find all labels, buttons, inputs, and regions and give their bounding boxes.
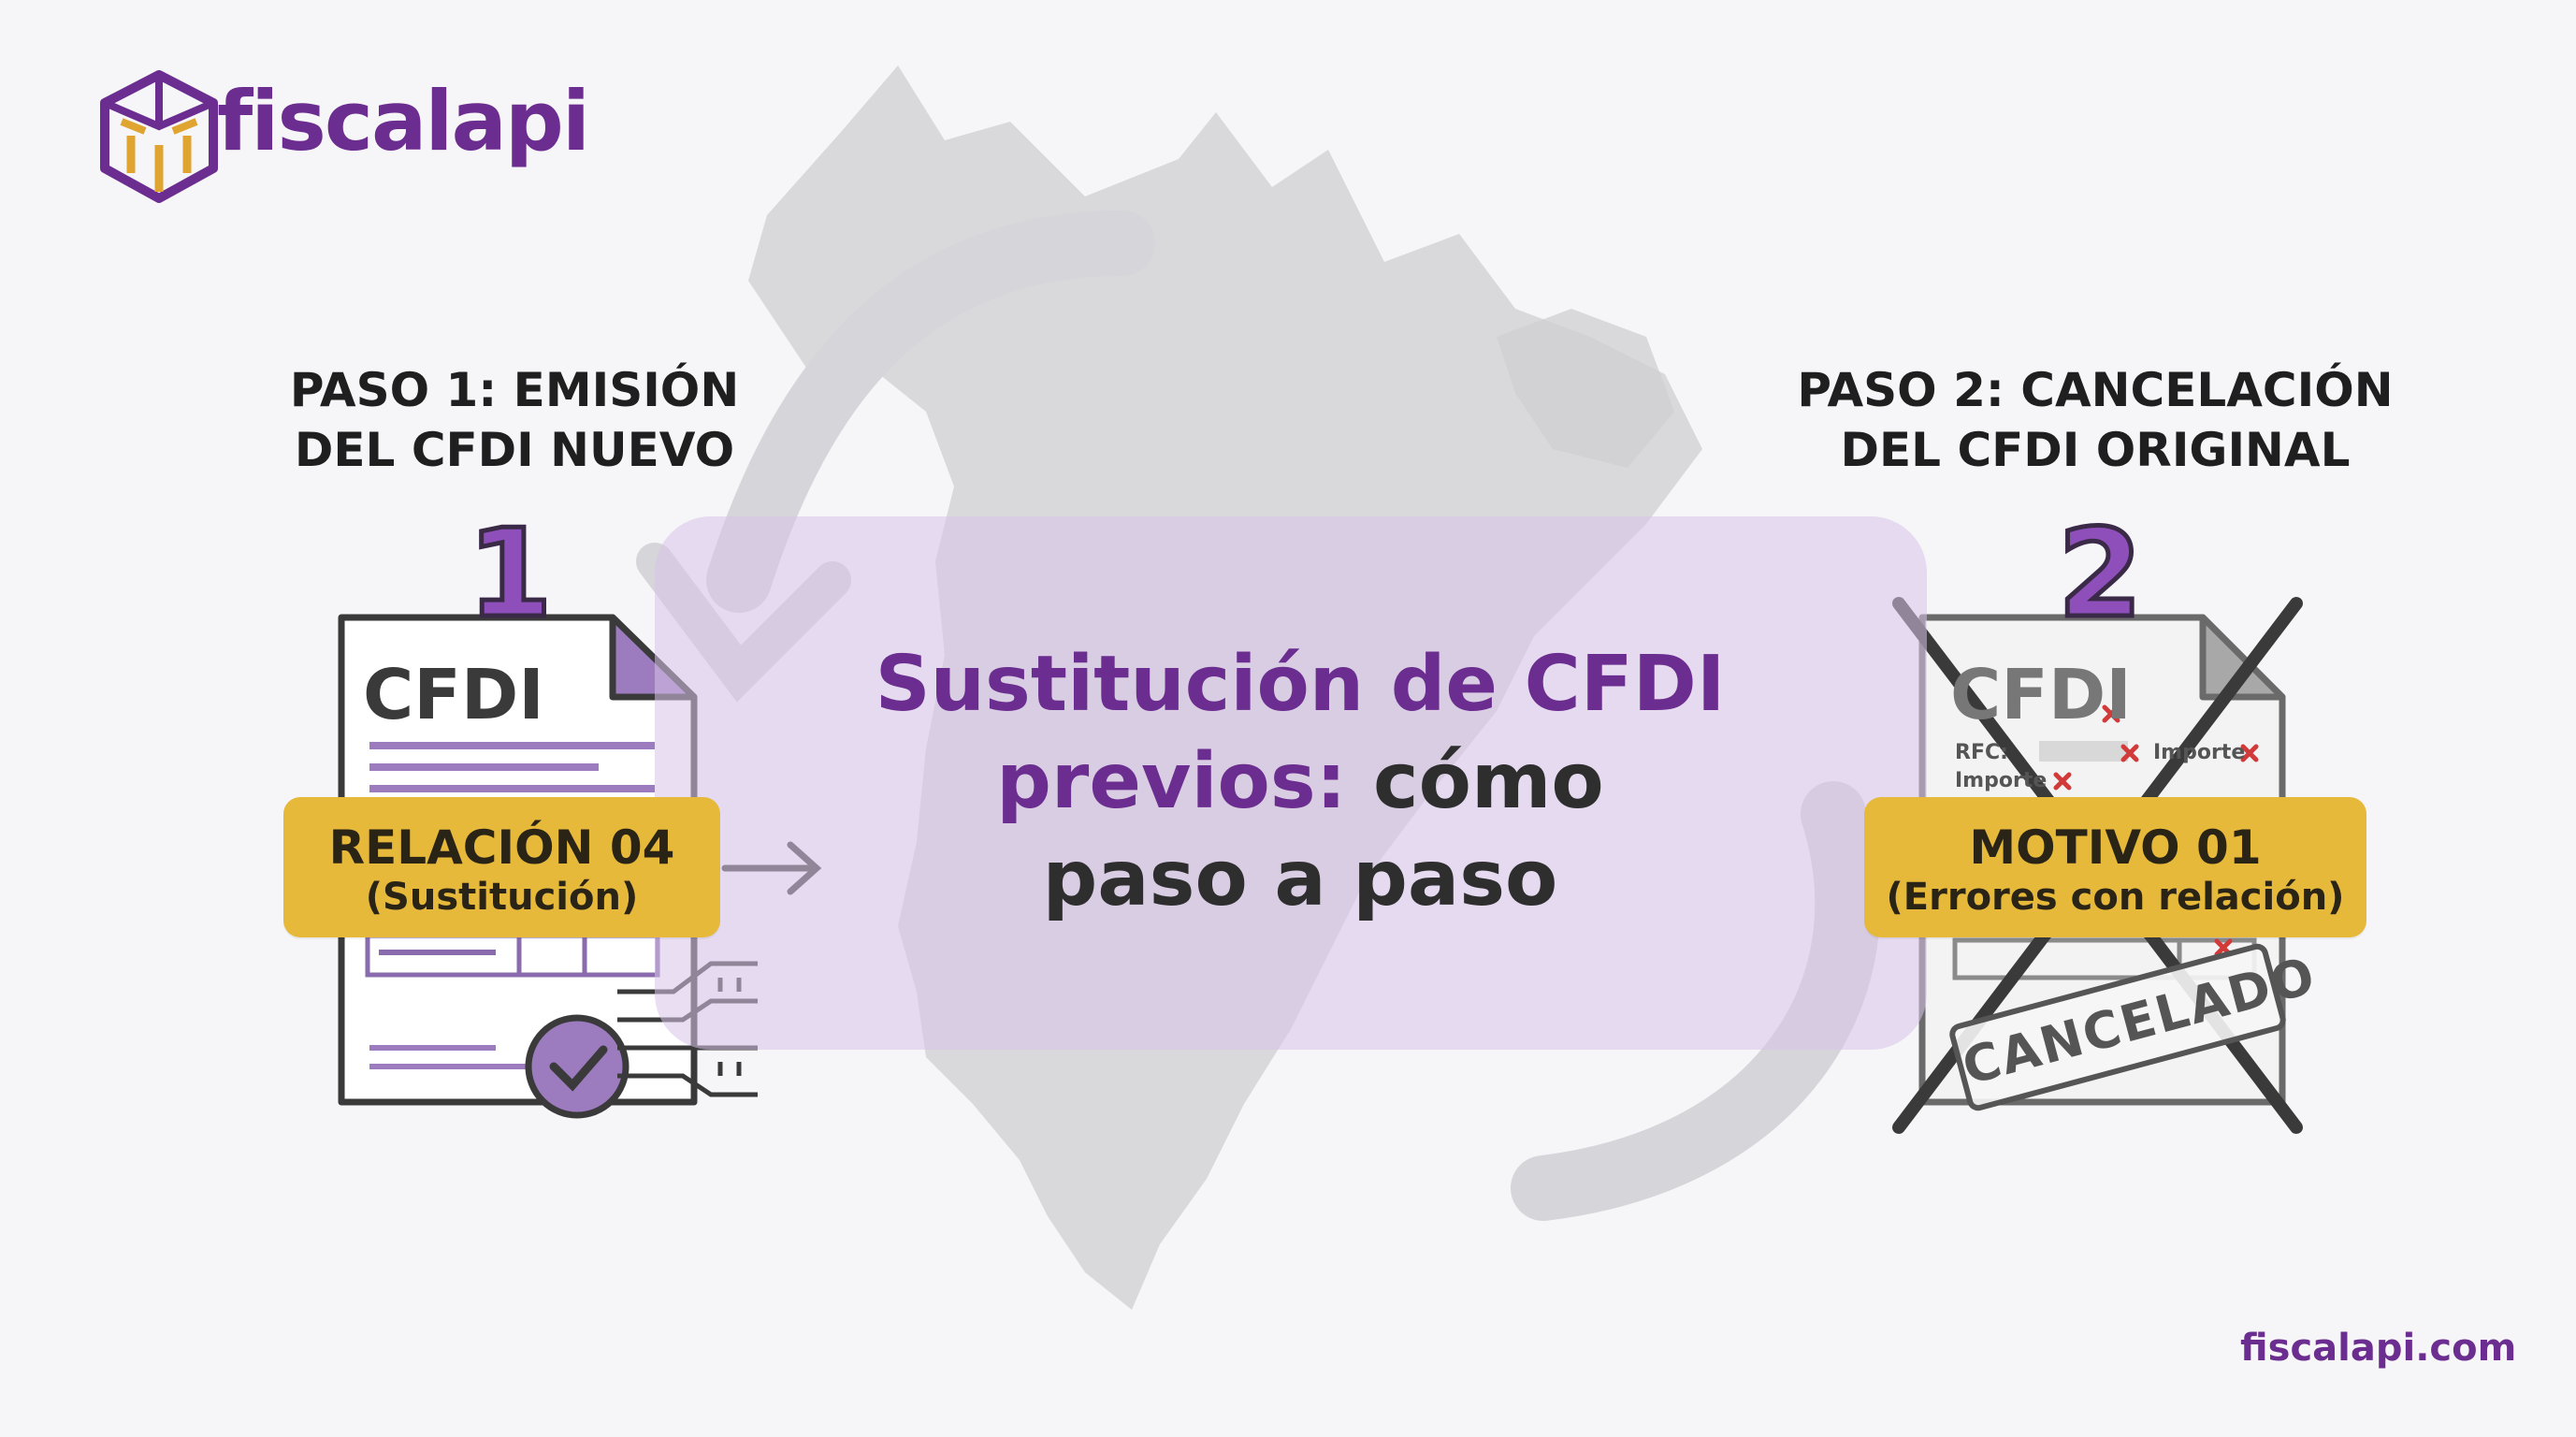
step1-badge-line1: RELACIÓN 04 (328, 820, 675, 875)
step1-title-line1: PASO 1: EMISIÓN (289, 363, 740, 417)
main-title-line2-dark: cómo (1346, 737, 1604, 826)
step2-title: PASO 2: CANCELACIÓN DEL CFDI ORIGINAL (1796, 360, 2395, 480)
main-title-line1: Sustitución de CFDI (875, 640, 1726, 729)
step2-badge-line2: (Errores con relación) (1886, 876, 2345, 919)
step1-doc-title: CFDI (363, 655, 544, 735)
step2-badge: MOTIVO 01 (Errores con relación) (1864, 797, 2366, 937)
step2-badge-line1: MOTIVO 01 (1969, 820, 2262, 875)
main-title-line2-purple: previos: (996, 737, 1347, 826)
step1-badge: RELACIÓN 04 (Sustitución) (283, 797, 720, 937)
greenland-map-illustration (1497, 309, 1674, 468)
step2-field-importe-1: Importe (2153, 741, 2246, 764)
main-title: Sustitución de CFDI previos: cómo paso a… (842, 636, 1758, 928)
footer-url: fiscalapi.com (2240, 1327, 2517, 1370)
step2-field-importe-2: Importe (1955, 769, 2048, 792)
cycle-arrow-top-decoration (706, 210, 1155, 613)
main-title-line3: paso a paso (1042, 835, 1558, 923)
step1-number: 1 (465, 502, 554, 645)
step1-title-line2: DEL CFDI NUEVO (294, 423, 735, 477)
check-seal-icon (525, 1014, 630, 1119)
step2-title-line1: PASO 2: CANCELACIÓN (1797, 363, 2394, 417)
step2-title-line2: DEL CFDI ORIGINAL (1840, 423, 2351, 477)
center-title-panel (655, 516, 1927, 1050)
fiscalapi-logo (100, 70, 218, 203)
step2-number: 2 (2055, 502, 2144, 645)
step2-field-rfc: RFC: (1955, 741, 2008, 764)
step1-title: PASO 1: EMISIÓN DEL CFDI NUEVO (281, 360, 748, 480)
step1-badge-line2: (Sustitución) (365, 876, 639, 919)
brand-name: fiscalapi (217, 73, 590, 169)
step2-doc-title: CFDI (1950, 655, 2132, 735)
